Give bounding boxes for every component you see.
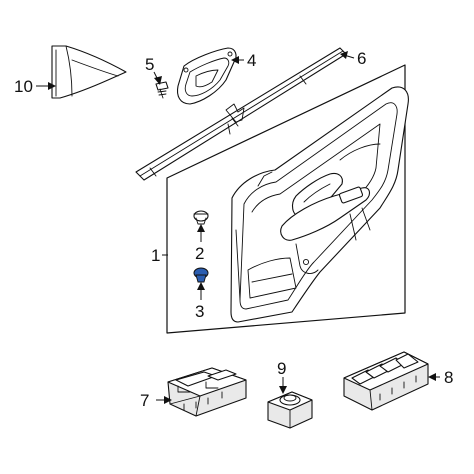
window-switch[interactable] xyxy=(167,367,247,417)
callout-9: 9 xyxy=(277,359,286,378)
single-window-switch[interactable] xyxy=(267,391,313,429)
mirror-trim-cover[interactable] xyxy=(51,45,127,99)
callout-4: 4 xyxy=(247,51,256,70)
callout-6: 6 xyxy=(357,49,366,68)
callout-3: 3 xyxy=(195,302,204,321)
callout-2: 2 xyxy=(195,244,204,263)
master-window-switch[interactable] xyxy=(343,351,429,411)
door-trim-panel[interactable] xyxy=(230,86,409,323)
inside-door-handle[interactable] xyxy=(176,47,237,105)
fastener-highlighted[interactable] xyxy=(193,267,209,283)
callout-7: 7 xyxy=(140,391,149,410)
retainer-clip[interactable] xyxy=(193,210,209,225)
callout-labels: 10 5 4 6 1 2 3 7 9 8 xyxy=(14,49,453,410)
leader-lines xyxy=(36,51,440,404)
belt-weatherstrip[interactable] xyxy=(135,47,347,181)
callout-5: 5 xyxy=(145,55,154,74)
callout-10: 10 xyxy=(14,77,33,96)
door-panel-assembly-frame xyxy=(166,64,406,334)
callout-1: 1 xyxy=(151,246,160,265)
callout-8: 8 xyxy=(444,368,453,387)
screw-small[interactable] xyxy=(155,81,169,99)
